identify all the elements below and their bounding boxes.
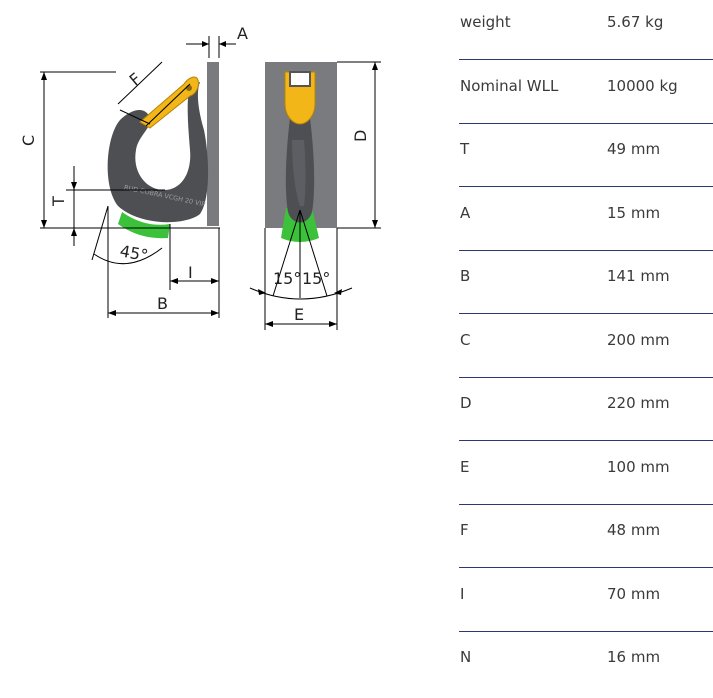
spec-label: T [460,140,470,158]
spec-value: 16 mm [607,648,661,666]
spec-label: B [460,267,471,285]
spec-value: 100 mm [607,457,670,476]
spec-value: 70 mm [607,584,661,603]
spec-value: 49 mm [607,140,661,158]
backplate [207,62,219,226]
spec-row: C 200 mm [459,318,713,381]
spec-row: weight 5.67 kg [459,0,713,63]
spec-divider [459,122,713,124]
spec-label: Nominal WLL [460,76,559,95]
spec-label: A [460,203,471,222]
spec-value: 5.67 kg [607,13,664,31]
green-zone-left [118,212,170,239]
spec-divider [459,567,713,568]
spec-divider [459,313,713,314]
hook-drawing: RUD COBRA VCGH 20 VIP A F C T 45° [19,24,381,330]
spec-row: T 49 mm [459,127,713,190]
hook-side-view: RUD COBRA VCGH 20 VIP A F C T 45° [19,24,248,318]
spec-divider [459,503,713,505]
dim-label-d: D [351,130,370,142]
spec-label: E [460,457,470,476]
spec-value: 141 mm [607,267,670,285]
hook-body-side [107,82,209,223]
latch-pin [186,85,192,91]
spec-row: Nominal WLL 10000 kg [459,64,713,127]
dim-label-e: E [294,305,304,324]
spec-divider [459,630,713,632]
dim-label-c: C [19,135,38,146]
angle-45-label: 45° [118,241,149,265]
angle-15-right-label: 15° [302,269,330,288]
spec-divider [459,376,713,378]
spec-row: D 220 mm [459,381,713,444]
spec-value: 200 mm [607,330,670,349]
dim-label-i: I [188,263,193,282]
hook-dimension-diagram: RUD COBRA VCGH 20 VIP A F C T 45° [19,24,381,330]
dim-label-t: T [49,196,68,207]
spec-value: 15 mm [607,203,661,222]
spec-row: E 100 mm [459,445,713,508]
dim-label-b: B [157,294,168,313]
spec-value: 220 mm [607,394,670,412]
spec-divider [459,59,713,60]
spec-label: F [460,521,469,539]
angle-15-left-label: 15° [273,269,301,288]
hook-front-view: D E 15° 15° [249,61,381,330]
spec-row: N 16 mm [459,635,713,698]
spec-divider [459,440,713,441]
spec-row: B 141 mm [459,254,713,317]
dim-label-a: A [237,24,248,43]
spec-label: C [460,330,471,349]
spec-label: I [460,584,465,603]
dim-label-f: F [126,69,145,89]
spec-label: weight [460,13,511,31]
spec-divider [459,249,713,251]
latch-clip [289,71,311,87]
spec-value: 48 mm [607,521,661,539]
spec-label: D [460,394,472,412]
spec-label: N [460,648,472,666]
spec-row: F 48 mm [459,508,713,571]
spec-divider [459,186,713,187]
spec-value: 10000 kg [607,76,678,95]
spec-row: I 70 mm [459,572,713,635]
spec-row: A 15 mm [459,191,713,254]
